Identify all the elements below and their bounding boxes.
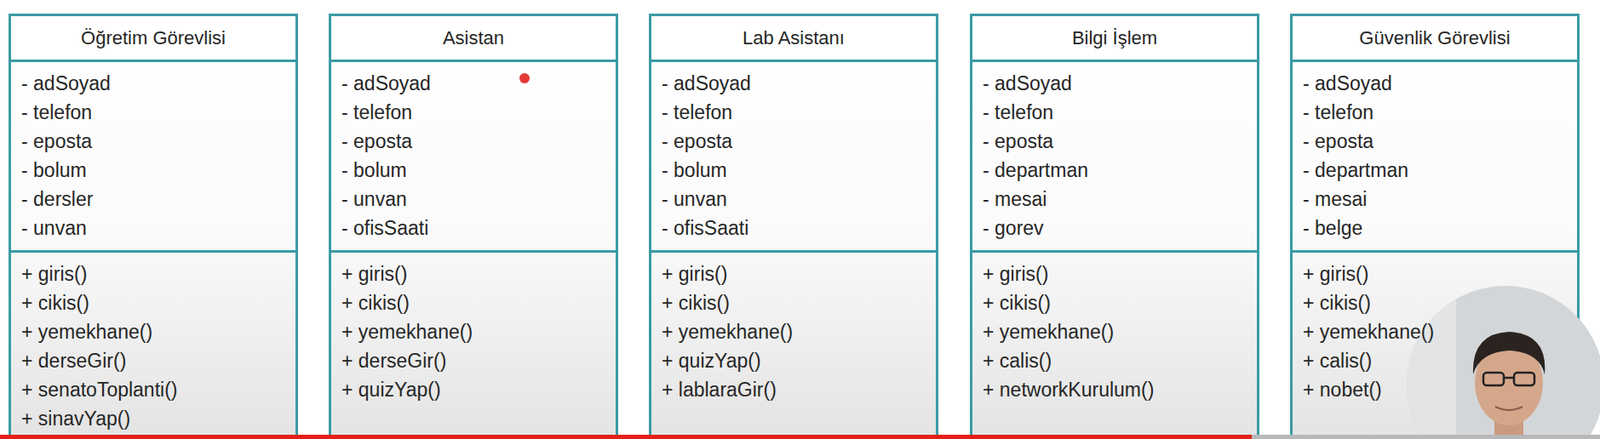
method-text: + giris(): [661, 259, 928, 289]
progress-bar: [0, 435, 1252, 439]
attribute-text: - telefon: [1302, 97, 1569, 127]
attribute-text: - adSoyad: [1302, 68, 1569, 98]
attribute-text: - departman: [1302, 155, 1569, 185]
attribute-text: - telefon: [21, 97, 287, 127]
method-text: + yemekhane(): [1302, 317, 1569, 347]
attribute-text: - departman: [982, 155, 1249, 185]
method-text: + derseGir(): [21, 346, 287, 376]
method-text: + cikis(): [982, 288, 1249, 318]
method-text: + giris(): [341, 259, 608, 289]
class-name: Bilgi İşlem: [980, 27, 1249, 50]
class-name-band: Güvenlik Görevlisi: [1292, 16, 1578, 60]
method-text: + quizYap(): [661, 346, 928, 376]
webcam-figure: [1405, 284, 1600, 439]
method-section: + giris()+ cikis()+ yemekhane()+ derseGi…: [11, 250, 296, 439]
class-name: Asistan: [339, 27, 608, 50]
attribute-text: - telefon: [341, 97, 608, 127]
method-text: + giris(): [1302, 259, 1569, 289]
class-box: Öğretim Görevlisi - adSoyad- telefon- epo…: [8, 13, 299, 439]
class-name-band: Lab Asistanı: [651, 16, 936, 60]
attribute-text: - dersler: [21, 184, 287, 214]
attribute-text: - eposta: [661, 126, 928, 156]
attribute-section: - adSoyad- telefon- eposta- departman- m…: [972, 59, 1257, 251]
method-text: + cikis(): [21, 288, 287, 318]
method-text: + cikis(): [341, 288, 608, 318]
method-text: + sinavYap(): [21, 404, 287, 434]
method-text: + yemekhane(): [341, 317, 608, 347]
attribute-text: - eposta: [982, 126, 1249, 156]
progress-track: [1251, 435, 1600, 439]
cursor-dot: [519, 73, 530, 84]
attribute-text: - unvan: [21, 213, 287, 243]
attribute-text: - telefon: [982, 97, 1249, 127]
class-box: Lab Asistanı- adSoyad- telefon- eposta- …: [648, 13, 939, 439]
method-text: + lablaraGir(): [661, 375, 928, 405]
method-text: + cikis(): [661, 288, 928, 318]
attribute-text: - adSoyad: [21, 68, 287, 98]
attribute-text: - mesai: [1302, 184, 1569, 214]
attribute-section: - adSoyad- telefon- eposta- departman- m…: [1292, 59, 1578, 251]
attribute-text: - eposta: [1302, 126, 1569, 156]
method-text: + yemekhane(): [21, 317, 287, 347]
class-name-band: Öğretim Görevlisi: [11, 16, 296, 60]
method-text: + cikis(): [1302, 288, 1569, 318]
method-text: + calis(): [982, 346, 1249, 376]
attribute-text: - ofisSaati: [661, 213, 928, 243]
method-text: + quizYap(): [341, 375, 608, 405]
class-name-band: Asistan: [331, 16, 616, 60]
attribute-text: - ofisSaati: [341, 213, 608, 243]
method-section: + giris()+ cikis()+ yemekhane()+ quizYap…: [651, 250, 936, 439]
method-text: + giris(): [982, 259, 1249, 289]
class-name: Öğretim Görevlisi: [19, 27, 287, 50]
class-box: Asistan - adSoyad- telefon- eposta- bolum…: [328, 13, 619, 439]
attribute-section: - adSoyad- telefon- eposta- bolum- unvan…: [651, 59, 936, 251]
method-text: + nobet(): [1302, 375, 1569, 405]
class-name-band: Bilgi İşlem: [972, 16, 1257, 60]
attribute-text: - unvan: [341, 184, 608, 214]
method-text: + yemekhane(): [982, 317, 1249, 347]
class-box: Bilgi İşlem - adSoyad- telefon- eposta- d…: [969, 13, 1260, 439]
attribute-text: - eposta: [21, 126, 287, 156]
class-box: Güvenlik Görevlisi - adSoyad- telefon- ep…: [1290, 13, 1580, 439]
attribute-text: - belge: [1302, 213, 1569, 243]
attribute-text: - adSoyad: [661, 68, 928, 98]
method-text: + yemekhane(): [661, 317, 928, 347]
attribute-text: - mesai: [982, 184, 1249, 214]
method-section: + giris()+ cikis()+ yemekhane()+ derseGi…: [331, 250, 616, 439]
attribute-section: - adSoyad- telefon- eposta- bolum- unvan…: [331, 59, 616, 251]
attribute-text: - bolum: [341, 155, 608, 185]
attribute-text: - bolum: [21, 155, 287, 185]
method-text: + calis(): [1302, 346, 1569, 376]
method-text: + senatoToplanti(): [21, 375, 287, 405]
class-name: Güvenlik Görevlisi: [1301, 27, 1569, 50]
method-section: + giris()+ cikis()+ yemekhane()+ calis()…: [972, 250, 1257, 439]
attribute-text: - unvan: [661, 184, 928, 214]
attribute-text: - bolum: [661, 155, 928, 185]
method-text: + derseGir(): [341, 346, 608, 376]
attribute-text: - eposta: [341, 126, 608, 156]
method-text: + giris(): [21, 259, 287, 289]
method-text: + networkKurulum(): [982, 375, 1249, 405]
attribute-section: - adSoyad- telefon- eposta- bolum- dersl…: [11, 59, 296, 251]
attribute-text: - adSoyad: [982, 68, 1249, 98]
attribute-text: - adSoyad: [341, 68, 608, 98]
attribute-text: - telefon: [661, 97, 928, 127]
class-name: Lab Asistanı: [659, 27, 928, 50]
attribute-text: - gorev: [982, 213, 1249, 243]
